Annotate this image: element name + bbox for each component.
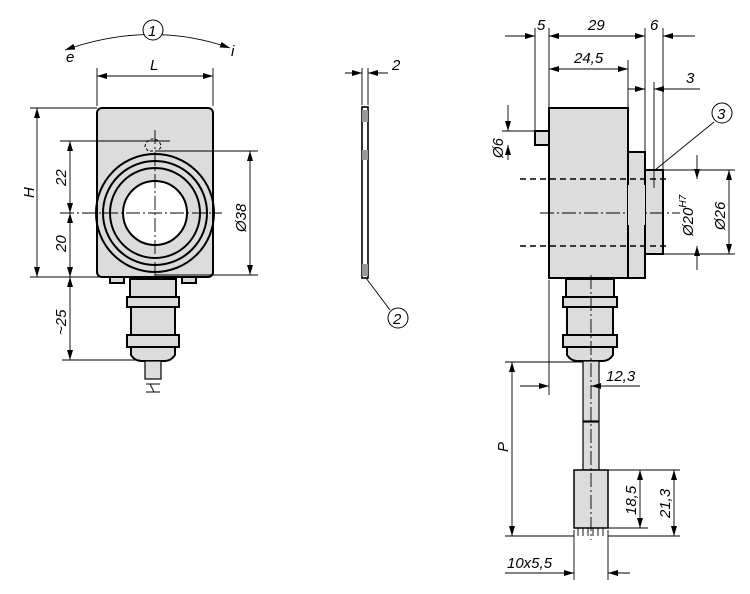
callout-2: 2	[392, 311, 402, 328]
dim-12-3: 12,3	[606, 368, 636, 385]
dim-25: ~25	[53, 309, 70, 335]
dim-2: 2	[391, 57, 401, 74]
washer-view: 2 2	[345, 57, 409, 329]
dim-3: 3	[686, 70, 695, 87]
svg-text:Ø20H7: Ø20H7	[678, 194, 697, 237]
dim-diameter-6: Ø6	[490, 137, 507, 159]
dim-diameter-20: Ø20	[680, 207, 697, 237]
callout-1: 1	[148, 23, 156, 40]
dim-18-5: 18,5	[623, 485, 640, 515]
callout-3: 3	[717, 106, 726, 123]
dim-H: H	[21, 187, 38, 198]
dim-29: 29	[587, 17, 605, 34]
dim-bore-tolerance: H7	[678, 194, 689, 207]
dim-5: 5	[537, 17, 546, 34]
dim-P: P	[495, 442, 512, 452]
dim-24-5: 24,5	[573, 50, 604, 67]
washer	[361, 106, 369, 279]
housing-side	[548, 107, 629, 279]
dim-diameter-26: Ø26	[712, 201, 729, 231]
direction-i-label: i	[231, 43, 235, 60]
dim-diameter-38: Ø38	[233, 203, 250, 233]
callout-1-circle	[142, 19, 164, 41]
dim-22: 22	[53, 169, 70, 187]
front-view: 1 e i L H 22 20 ~	[21, 19, 258, 393]
side-view: 5 29 6 24,5 3 Ø6 3 Ø20H7 Ø26 P 12,3	[490, 17, 735, 580]
dim-6: 6	[650, 17, 659, 34]
pin	[534, 130, 550, 146]
dim-20: 20	[53, 235, 70, 253]
dim-L: L	[150, 57, 158, 74]
direction-e-label: e	[66, 49, 74, 66]
dim-21-3: 21,3	[657, 488, 674, 519]
dim-10x5-5: 10x5,5	[507, 555, 553, 572]
